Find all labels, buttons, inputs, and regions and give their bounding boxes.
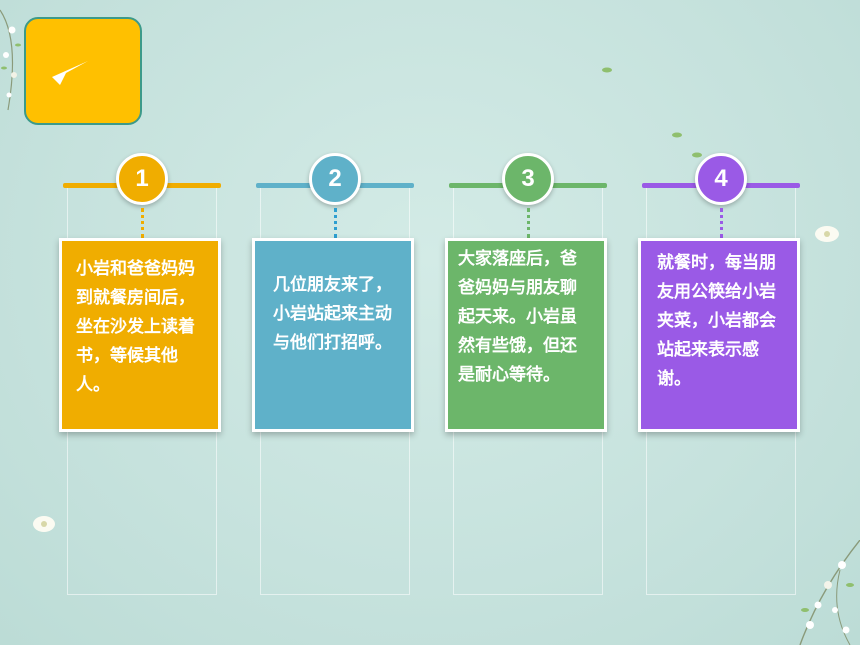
step-number-badge: 3 — [502, 153, 554, 205]
arrow-icon — [52, 61, 88, 85]
connector-dots — [141, 208, 144, 238]
connector-dots — [334, 208, 337, 238]
leaf-decoration-icon — [672, 132, 682, 138]
step-number-badge: 1 — [116, 153, 168, 205]
step-card: 几位朋友来了，小岩站起来主动与他们打招呼。 — [252, 238, 414, 432]
step-column-1: 1 小岩和爸爸妈妈到就餐房间后，坐在沙发上读着书，等候其他人。 — [59, 150, 221, 595]
leaf-decoration-icon — [692, 152, 702, 158]
flower-decoration-icon — [815, 226, 839, 242]
connector-dots — [720, 208, 723, 238]
step-number-badge: 4 — [695, 153, 747, 205]
connector-dots — [527, 208, 530, 238]
step-column-4: 4 就餐时，每当朋友用公筷给小岩夹菜，小岩都会站起来表示感谢。 — [638, 150, 800, 595]
step-card: 就餐时，每当朋友用公筷给小岩夹菜，小岩都会站起来表示感谢。 — [638, 238, 800, 432]
step-column-3: 3 大家落座后，爸爸妈妈与朋友聊起天来。小岩虽然有些饿，但还是耐心等待。 — [445, 150, 607, 595]
leaf-decoration-icon — [602, 67, 612, 73]
step-card: 大家落座后，爸爸妈妈与朋友聊起天来。小岩虽然有些饿，但还是耐心等待。 — [445, 238, 607, 432]
step-number-badge: 2 — [309, 153, 361, 205]
step-column-2: 2 几位朋友来了，小岩站起来主动与他们打招呼。 — [252, 150, 414, 595]
title-badge — [24, 17, 142, 125]
flower-decoration-icon — [799, 540, 860, 645]
flower-decoration-icon — [33, 516, 55, 532]
flower-decoration-icon — [0, 9, 21, 111]
step-card: 小岩和爸爸妈妈到就餐房间后，坐在沙发上读着书，等候其他人。 — [59, 238, 221, 432]
